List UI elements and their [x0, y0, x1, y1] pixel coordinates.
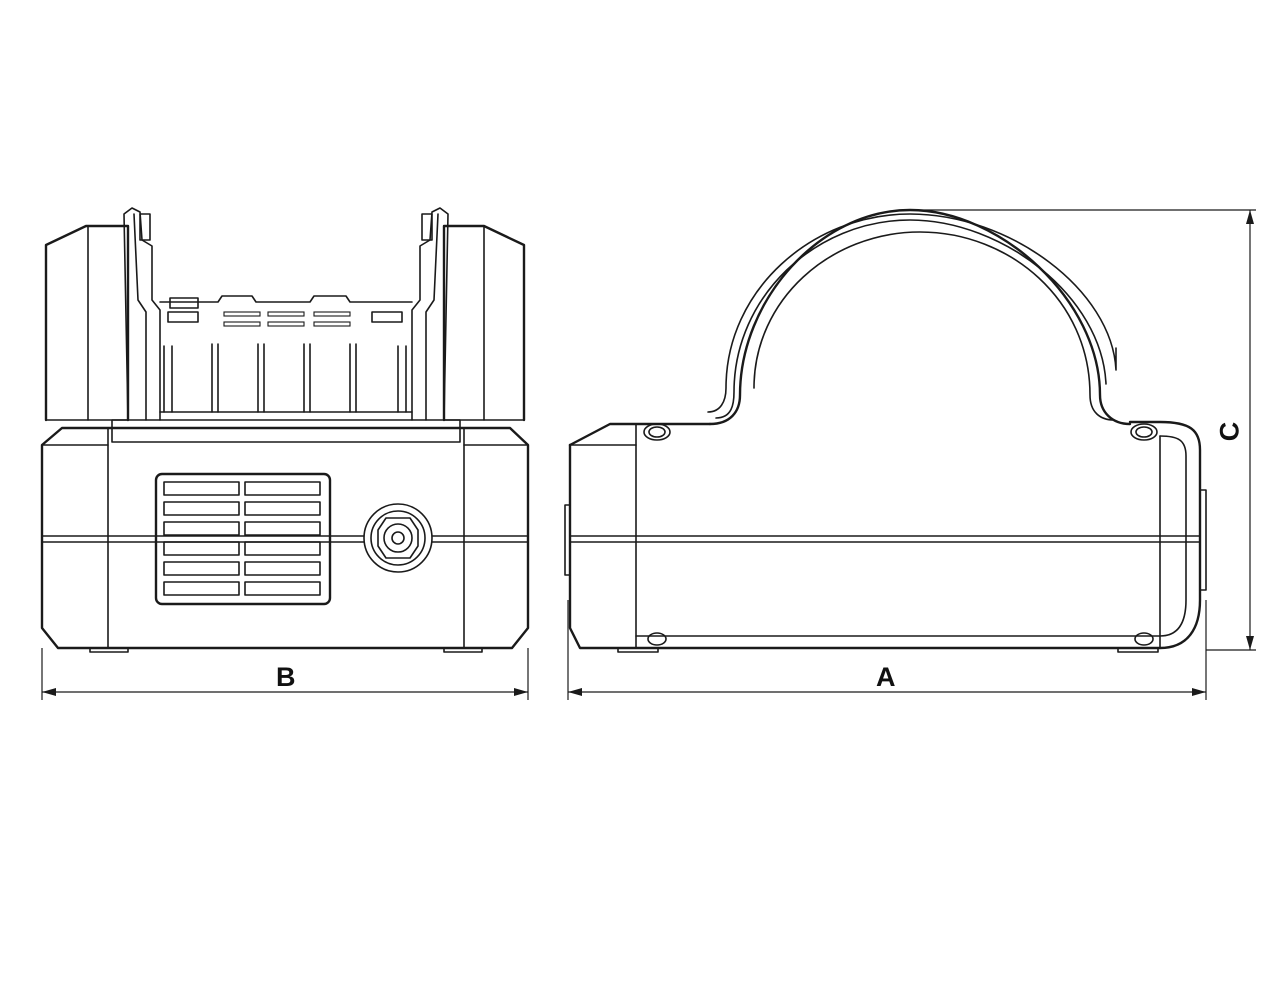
front-power-jack: [363, 503, 433, 573]
front-vent-grille: [154, 472, 332, 606]
side-view: [564, 208, 1207, 653]
front-pocket-rim: [111, 419, 461, 443]
side-carry-handle: [707, 208, 1132, 426]
dimension-C: [912, 209, 1256, 651]
front-base-body: [40, 426, 530, 653]
dimension-label-a: A: [876, 662, 896, 692]
front-contact-comb: [159, 295, 413, 413]
side-base-body: [564, 420, 1207, 653]
dimension-label-c: C: [1214, 421, 1245, 442]
front-view: [40, 207, 530, 653]
dimension-B: [41, 648, 529, 700]
front-latch-arms: [123, 207, 449, 421]
front-pod-shoulders: [44, 224, 526, 422]
dimension-label-b: B: [276, 662, 296, 692]
